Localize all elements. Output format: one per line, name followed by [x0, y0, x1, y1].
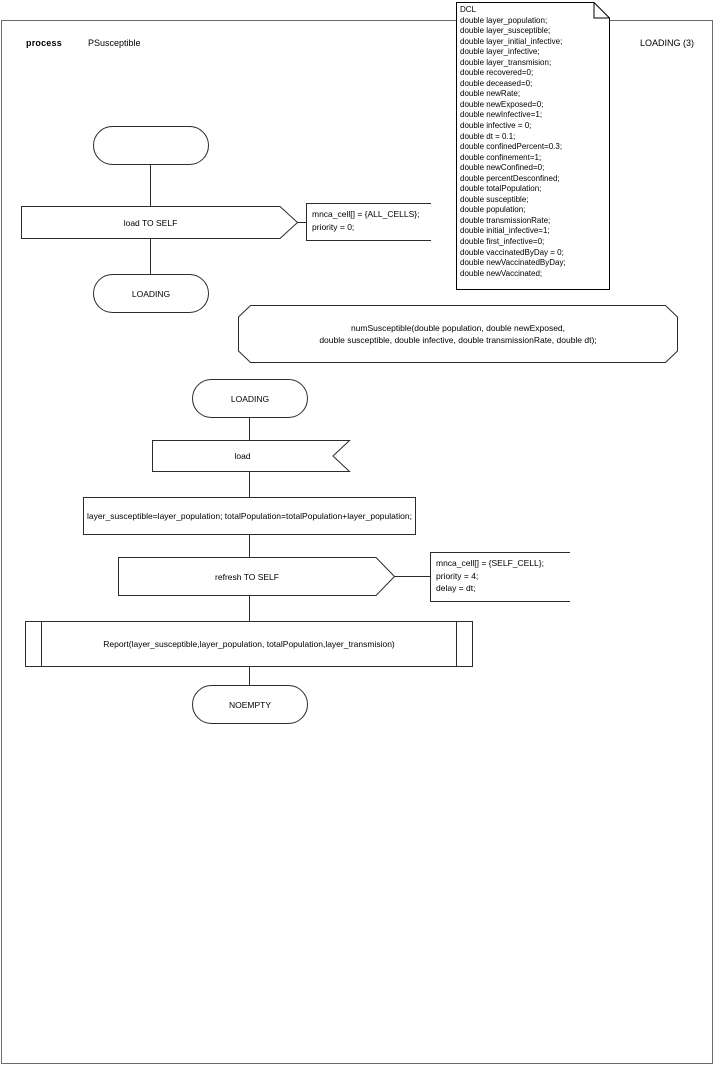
state-counter-label: LOADING (3) — [640, 38, 695, 48]
state-noempty[interactable]: NOEMPTY — [192, 685, 308, 724]
connector-task-to-refresh — [249, 535, 250, 557]
process-kind-label: process — [26, 38, 62, 48]
connector-start-to-load — [150, 165, 151, 206]
declaration-note: DCL double layer_population; double laye… — [456, 2, 610, 290]
connector-load-to-loading — [150, 239, 151, 274]
state-loading-1[interactable]: LOADING — [93, 274, 209, 313]
declaration-note-text: DCL double layer_population; double laye… — [460, 5, 566, 278]
process-name-label: PSusceptible — [88, 38, 141, 48]
input-load[interactable]: load — [152, 440, 351, 472]
connector-refresh-to-report — [249, 596, 250, 621]
state-loading-2[interactable]: LOADING — [192, 379, 308, 418]
comment-refresh-properties: mnca_cell[] = {SELF_CELL}; priority = 4;… — [430, 552, 570, 602]
comment-load-properties: mnca_cell[] = {ALL_CELLS}; priority = 0; — [306, 203, 431, 241]
task-assign[interactable]: layer_susceptible=layer_population; tota… — [83, 497, 416, 535]
procedure-call-report[interactable]: Report(layer_susceptible,layer_populatio… — [25, 621, 473, 667]
connector-load-comment — [297, 222, 306, 223]
procedure-numsusceptible[interactable]: numSusceptible(double population, double… — [238, 305, 678, 363]
state-start[interactable] — [93, 126, 209, 165]
connector-loading2-to-input — [249, 418, 250, 440]
connector-report-to-noempty — [249, 667, 250, 685]
connector-refresh-comment — [394, 576, 430, 577]
signal-refresh-to-self[interactable]: refresh TO SELF — [118, 557, 396, 596]
signal-load-to-self[interactable]: load TO SELF — [21, 206, 299, 239]
connector-input-to-task — [249, 472, 250, 497]
